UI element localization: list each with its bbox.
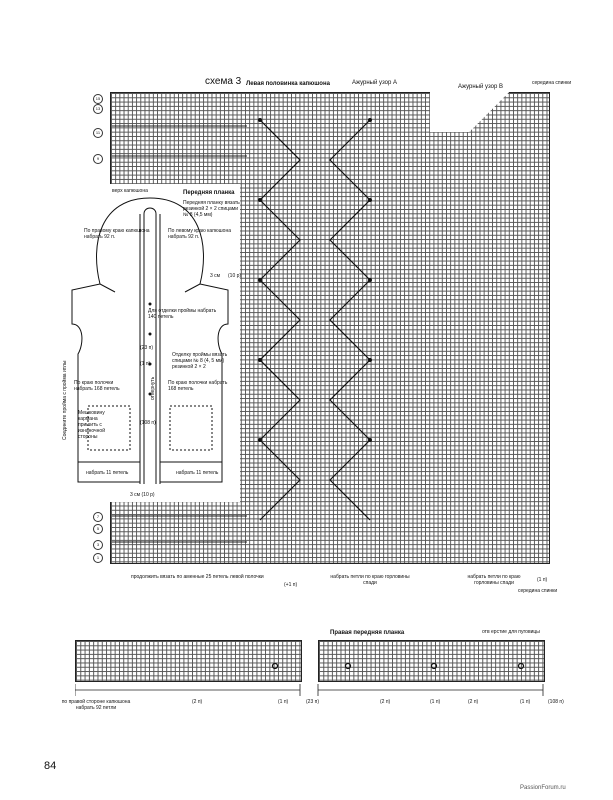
armhole-finish-note: Отделку проймы вязать спицами № 8 (4, 5 … — [172, 352, 228, 370]
cm3-bottom-label: 3 см (10 р) — [130, 492, 155, 498]
garment-outline — [71, 197, 229, 484]
size-10-label: (10 р) — [228, 273, 242, 279]
lace-pattern-a-motif — [258, 118, 372, 521]
buttonhole-marks — [344, 662, 525, 670]
garment-inset — [60, 184, 240, 502]
right-edge-pick-note: По краю полочки набрать 168 петель — [74, 380, 120, 392]
band-count-1c: (1 п) — [520, 699, 531, 705]
row-marker: 1 — [93, 553, 103, 563]
front-band-title: Передняя планка — [183, 190, 235, 196]
row-marker: 7 — [93, 512, 103, 522]
band-count-2b: (2 п) — [380, 699, 391, 705]
band-dimension-lines — [75, 684, 544, 696]
right-neck-note: По правому краю капюшона набрать 92 п. — [84, 228, 150, 240]
armhole-note: Для отделки проймы набрать 140 петель — [148, 308, 217, 320]
rib-bands — [112, 125, 247, 543]
count-1-label: (1 п) — [140, 361, 151, 367]
band-count-1a: (1 п) — [278, 699, 289, 705]
band-chart-left — [75, 640, 302, 682]
pick-loops-right-note: набрать петли по краю горловины спади — [467, 574, 521, 586]
scheme-label-text: схема 3 — [205, 76, 242, 87]
middle-back-label: середина спинки — [532, 80, 572, 86]
row-marker: 13 — [93, 104, 103, 114]
row-marker: 5 — [93, 524, 103, 534]
scheme-title: Левая половинка капюшона — [246, 81, 330, 87]
row-marker: 3 — [93, 540, 103, 550]
cm3-top-label: 3 см — [210, 273, 221, 279]
cast-11-left: набрать 11 петель — [86, 470, 129, 476]
sew-pocket-note: Соедините пройма с пройма итлы — [62, 360, 68, 440]
front-band-note: Передняя планку вязать резинкой 2 × 2 сп… — [183, 200, 240, 218]
row-marker: 11 — [93, 128, 103, 138]
left-edge-pick-note: По краю полочки набрать 168 петель — [168, 380, 228, 392]
left-neck-note: По левому краю капюшона набрать 92 п. — [168, 228, 231, 240]
band-count-2c: (2 п) — [468, 699, 479, 705]
fold-note: отвернуть — [150, 376, 156, 400]
band-chart-right — [318, 640, 545, 682]
count-23-label: (23 п) — [140, 345, 153, 351]
middle-back-bottom: середина спинки — [518, 588, 558, 594]
lower-step-area — [430, 345, 548, 555]
raglan-step-mask — [430, 92, 548, 132]
continue-knit-note: продолжить вязать по аменные 25 петель л… — [131, 574, 264, 580]
scheme-label: схема 3 — [205, 76, 242, 87]
hood-top-label: верх капюшона — [112, 188, 148, 194]
watermark: PassionForum.ru — [520, 785, 566, 791]
pattern-b-label: Ажурный узор В — [458, 84, 504, 90]
buttonhole-marks-left — [271, 662, 279, 670]
band-count-23: (23 п) — [306, 699, 319, 705]
pocket-note: Мешковину кармана пришить с изнаночной с… — [78, 410, 105, 440]
pattern-a-label: Ажурный узор А — [352, 80, 398, 86]
row-marker: 15 — [93, 94, 103, 104]
band-count-108: (108 п) — [548, 699, 564, 705]
cast-11-right: набрать 11 петель — [176, 470, 219, 476]
count-108-label: (108 п) — [140, 420, 156, 426]
right-band-title: Правая передняя планка — [330, 630, 405, 636]
row-marker: 9 — [93, 154, 103, 164]
pick-loops-note: набрать петли по краю горловины спади — [330, 574, 410, 586]
plus1-note: (+1 п) — [284, 582, 298, 588]
page-number: 84 — [44, 760, 57, 772]
band-neck-note: по правой стороне капюшона набрать 92 пе… — [61, 699, 131, 711]
one-loop-note: (1 п) — [537, 577, 548, 583]
buttonhole-label: отв ерстие для пуговицы — [482, 629, 540, 635]
band-count-1b: (1 п) — [430, 699, 441, 705]
band-count-2a: (2 п) — [192, 699, 203, 705]
